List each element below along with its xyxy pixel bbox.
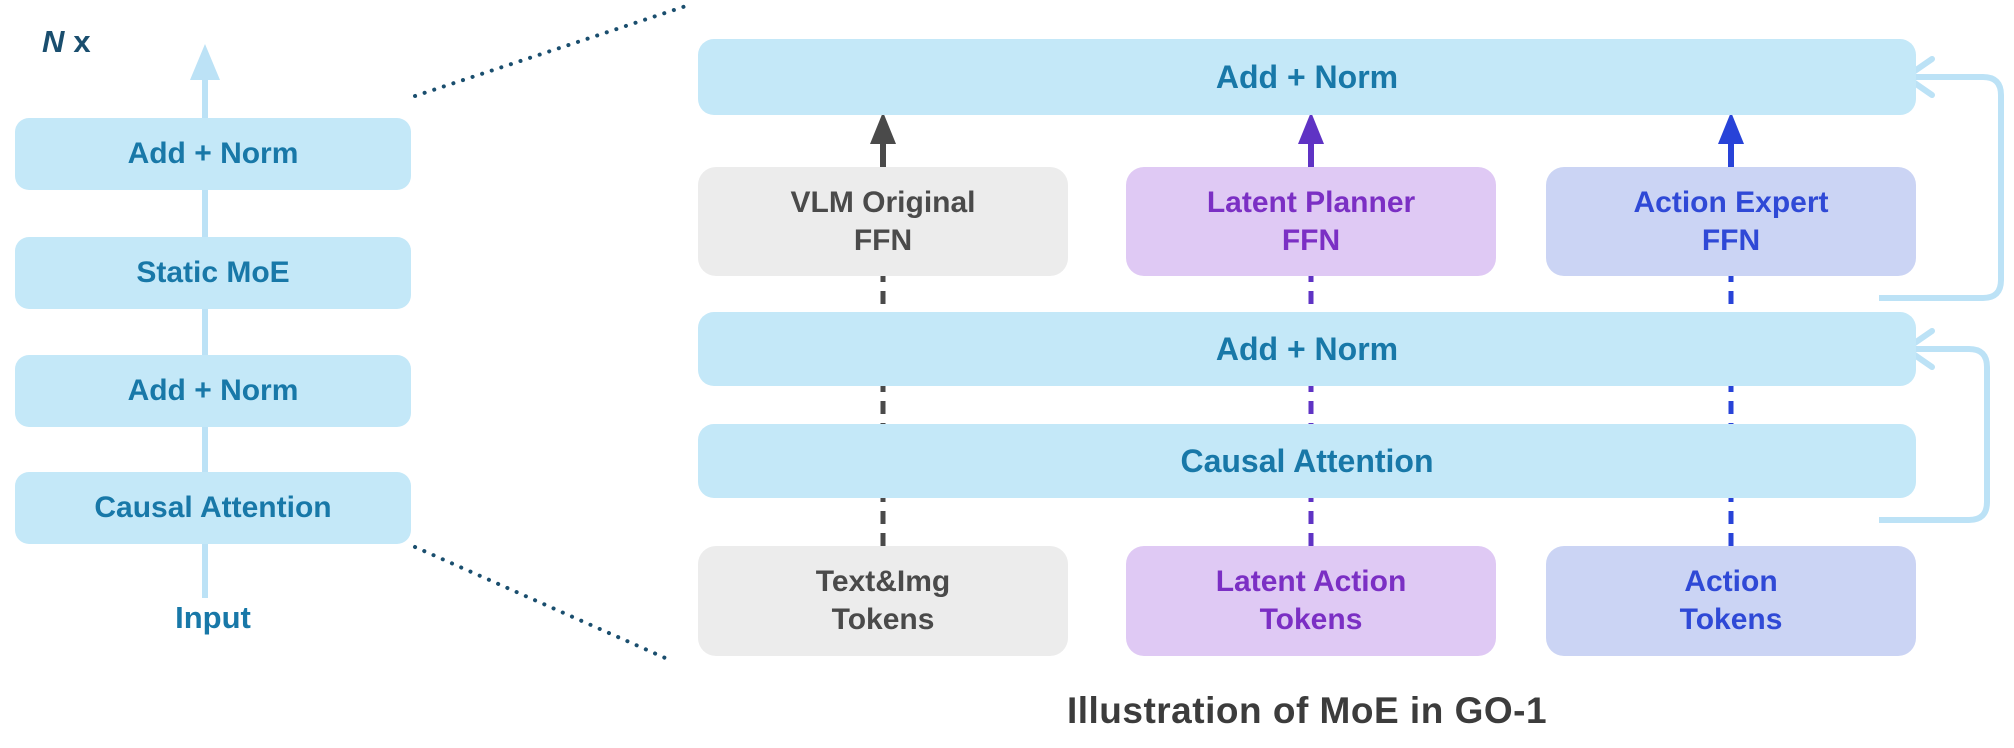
ffn-box-line1: VLM Original: [790, 185, 976, 219]
zoom-dotted-line-bottom: [413, 545, 674, 663]
block-label: Add + Norm: [127, 137, 299, 170]
token-box-line1: Text&Img: [815, 565, 951, 598]
ffn-box-line2: FFN: [1701, 223, 1761, 257]
repeat-count-n: N: [42, 24, 65, 59]
ffn-box-line1: Latent Planner: [1206, 185, 1416, 219]
causal-attention-bar: Causal Attention: [698, 424, 1916, 498]
ffn-box-line2: FFN: [1281, 223, 1341, 257]
block-label: Add + Norm: [127, 374, 299, 407]
repeat-count-x: x: [73, 24, 91, 59]
left-block-causal-attention: Causal Attention: [15, 472, 411, 544]
latent-planner-ffn-output-arrow: [1298, 112, 1324, 167]
textimg-tokens-box: Text&Img Tokens: [698, 546, 1068, 656]
mid-add-norm-bar: Add + Norm: [698, 312, 1916, 386]
block-label: Causal Attention: [94, 491, 332, 524]
ffn-residual-connection: [1879, 74, 2004, 301]
bar-label: Causal Attention: [1180, 442, 1434, 479]
ffn-box-line1: Action Expert: [1633, 185, 1829, 219]
input-label: Input: [175, 600, 251, 635]
token-box-label: Action Tokens: [1680, 563, 1783, 639]
token-box-line1: Action: [1684, 565, 1778, 598]
action-expert-ffn-output-arrow: [1718, 112, 1744, 167]
bar-label: Add + Norm: [1215, 58, 1399, 95]
token-box-label: Latent Action Tokens: [1216, 563, 1407, 639]
latent-action-tokens-box: Latent Action Tokens: [1126, 546, 1496, 656]
action-tokens-box: Action Tokens: [1546, 546, 1916, 656]
token-box-line1: Latent Action: [1215, 565, 1407, 598]
action-expert-ffn-box: Action Expert FFN: [1546, 167, 1916, 276]
left-block-add-norm-top: Add + Norm: [15, 118, 411, 190]
vlm-ffn-output-arrow: [870, 112, 896, 167]
token-box-line2: Tokens: [831, 603, 935, 636]
left-block-add-norm-bottom: Add + Norm: [15, 355, 411, 427]
left-block-static-moe: Static MoE: [15, 237, 411, 309]
ffn-box-line2: FFN: [853, 223, 913, 257]
block-label: Static MoE: [136, 256, 290, 289]
vlm-original-ffn-box: VLM Original FFN: [698, 167, 1068, 276]
ffn-box-label: Latent Planner FFN: [1207, 184, 1415, 260]
ffn-box-label: Action Expert FFN: [1633, 184, 1828, 260]
token-box-line2: Tokens: [1679, 603, 1783, 636]
token-box-label: Text&Img Tokens: [816, 563, 950, 639]
token-box-line2: Tokens: [1259, 603, 1363, 636]
zoom-dotted-line-top: [413, 4, 688, 98]
diagram-caption: Illustration of MoE in GO-1: [1066, 690, 1548, 731]
attention-residual-connection: [1879, 346, 1990, 523]
bar-label: Add + Norm: [1215, 330, 1399, 367]
top-add-norm-bar: Add + Norm: [698, 39, 1916, 115]
latent-planner-ffn-box: Latent Planner FFN: [1126, 167, 1496, 276]
ffn-box-label: VLM Original FFN: [790, 184, 975, 260]
